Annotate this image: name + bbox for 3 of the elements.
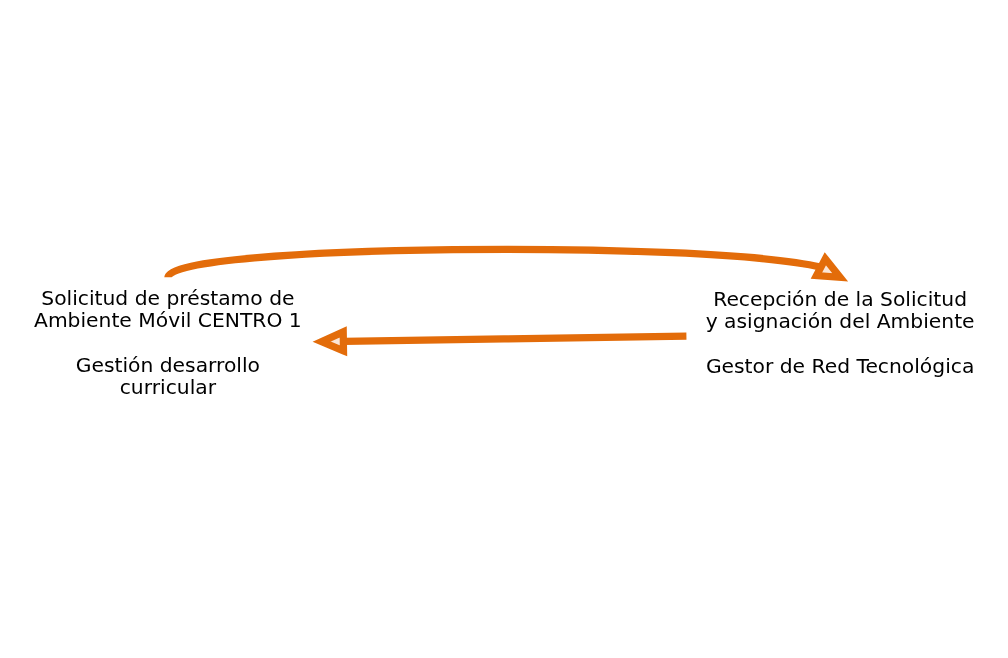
node-text: Solicitud de préstamo de Ambiente Móvil CENTRO 1 Gestión desarrollo curricular bbox=[34, 286, 302, 399]
node-text: Recepción de la Solicitud y asignación del Ambiente Gestor de Red Tecnológica bbox=[705, 286, 975, 378]
arrow bbox=[165, 245, 849, 282]
